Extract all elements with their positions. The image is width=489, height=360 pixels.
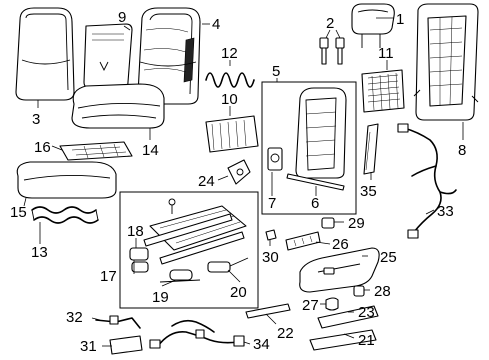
cushion-mat xyxy=(59,141,133,161)
callout-labels: 1 2 3 4 5 6 7 8 9 10 11 12 13 14 15 16 1… xyxy=(10,9,466,355)
seat-back-cover xyxy=(15,7,75,101)
seat-adjuster-box xyxy=(119,191,259,309)
callout-25: 25 xyxy=(380,249,397,266)
callout-1: 1 xyxy=(396,11,404,28)
trim-strip xyxy=(363,123,379,175)
callout-12: 12 xyxy=(221,45,238,62)
wire-spring xyxy=(205,72,255,88)
seat-switch xyxy=(285,231,321,251)
small-clip xyxy=(265,229,277,241)
small-bracket xyxy=(227,159,251,185)
callout-15: 15 xyxy=(10,204,27,221)
seat-back-inner-frame xyxy=(295,87,347,179)
control-module xyxy=(109,335,143,355)
seat-back-frame xyxy=(413,3,479,121)
trim-panel-21 xyxy=(309,329,377,351)
callout-8: 8 xyxy=(458,142,466,159)
headrest-guides xyxy=(319,37,345,65)
callout-21: 21 xyxy=(358,332,375,349)
knob-27 xyxy=(325,297,339,311)
trim-panel-23 xyxy=(317,305,379,329)
callout-30: 30 xyxy=(262,249,279,266)
side-shield xyxy=(299,247,380,293)
callout-4: 4 xyxy=(212,16,220,33)
callout-29: 29 xyxy=(348,215,365,232)
heater-element xyxy=(205,115,259,153)
callout-17: 17 xyxy=(100,268,117,285)
switch-knob xyxy=(321,217,335,229)
seat-cushion-pad xyxy=(16,161,117,199)
callout-34: 34 xyxy=(253,336,270,353)
seat-back-pad xyxy=(83,23,133,89)
callout-23: 23 xyxy=(358,304,375,321)
knob-28 xyxy=(353,285,365,297)
callout-22: 22 xyxy=(277,325,294,342)
seat-wiring-harness xyxy=(149,319,245,349)
adjuster-motor xyxy=(129,247,149,273)
callout-31: 31 xyxy=(80,338,97,355)
callout-14: 14 xyxy=(142,142,159,159)
callout-13: 13 xyxy=(31,244,48,261)
seat-cushion-cover xyxy=(71,83,165,129)
seat-back-frame-box xyxy=(261,81,357,215)
callout-6: 6 xyxy=(311,195,319,212)
recliner-mechanism xyxy=(267,147,283,171)
callout-7: 7 xyxy=(268,195,276,212)
callout-24: 24 xyxy=(198,173,215,190)
rail-cover xyxy=(245,303,291,319)
cushion-spring-mat xyxy=(31,206,99,224)
wiring-harness-right xyxy=(397,123,457,239)
callout-27: 27 xyxy=(302,297,319,314)
adjuster-link xyxy=(207,257,249,273)
callout-26: 26 xyxy=(332,236,349,253)
leader-lines xyxy=(23,17,464,347)
harness-clip xyxy=(95,315,141,329)
callout-3: 3 xyxy=(32,111,40,128)
callout-35: 35 xyxy=(360,183,377,200)
callout-5: 5 xyxy=(272,63,280,80)
callout-19: 19 xyxy=(152,289,169,306)
seat-adjuster xyxy=(143,198,247,265)
callout-33: 33 xyxy=(437,203,454,220)
callout-10: 10 xyxy=(221,91,238,108)
callout-11: 11 xyxy=(378,45,394,62)
headrest xyxy=(351,3,395,48)
callout-32: 32 xyxy=(66,309,83,326)
cross-rod xyxy=(286,173,345,191)
adjuster-actuator xyxy=(159,269,201,283)
seat-back-assembly xyxy=(137,7,201,105)
callout-2: 2 xyxy=(326,15,334,32)
callout-16: 16 xyxy=(34,139,51,156)
callout-9: 9 xyxy=(118,9,126,26)
callout-28: 28 xyxy=(374,283,391,300)
lumbar-panel xyxy=(361,69,405,113)
callout-18: 18 xyxy=(127,223,144,240)
callout-20: 20 xyxy=(230,284,247,301)
